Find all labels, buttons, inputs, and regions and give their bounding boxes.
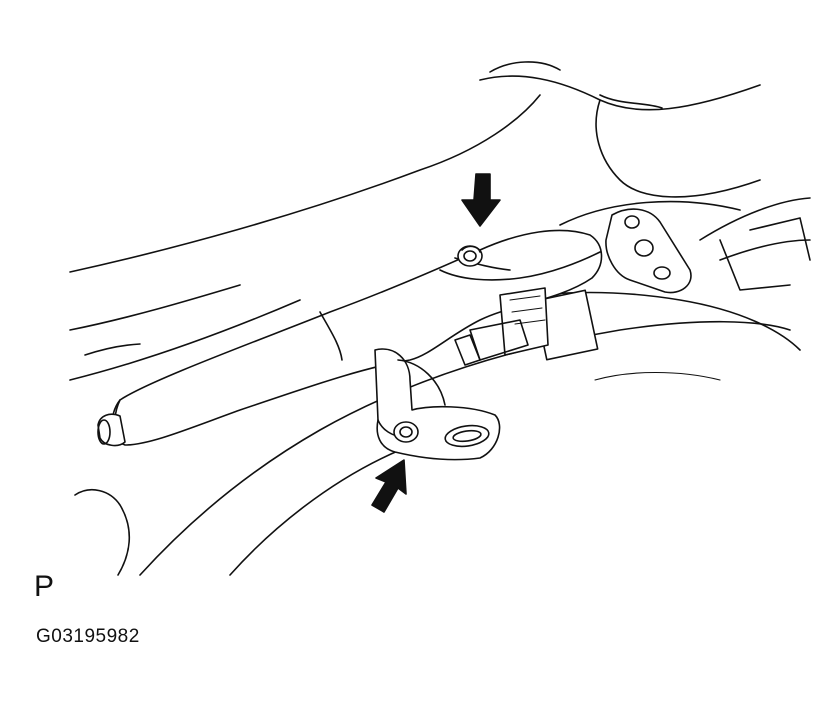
ratchet-mechanism bbox=[454, 287, 599, 366]
lower-bracket bbox=[374, 348, 501, 461]
arrow-down-icon bbox=[461, 173, 501, 227]
parking-brake-lever-illustration bbox=[69, 61, 811, 576]
figure-code: G03195982 bbox=[36, 626, 140, 647]
arrow-up-right-icon bbox=[371, 459, 407, 513]
lower-bolt bbox=[393, 421, 419, 443]
handle-end-cap bbox=[97, 413, 126, 447]
view-mark: P bbox=[34, 570, 55, 603]
mounting-plate-right bbox=[605, 208, 692, 294]
upper-bolt bbox=[457, 245, 483, 267]
